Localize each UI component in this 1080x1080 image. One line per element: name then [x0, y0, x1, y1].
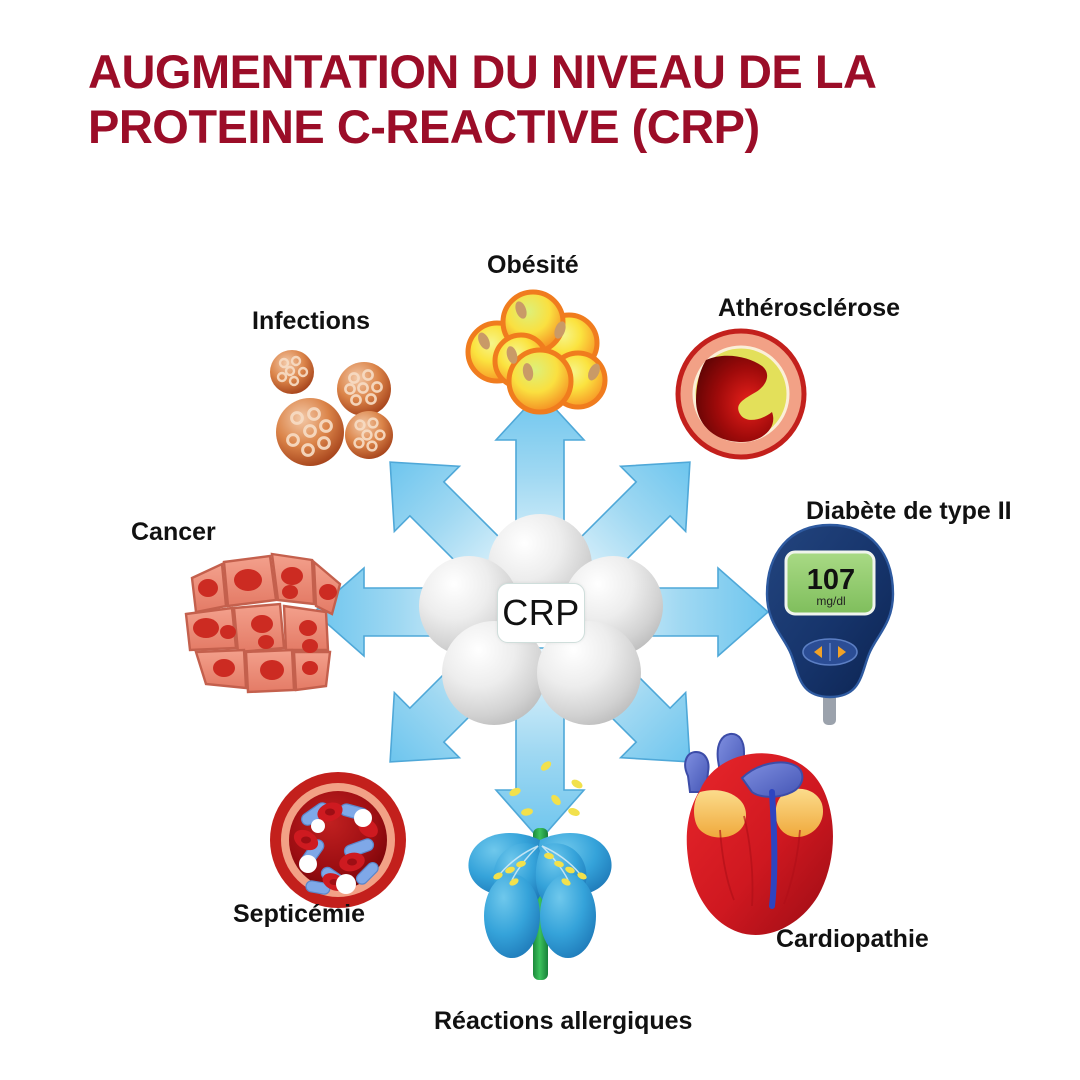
node-label-allergies: Réactions allergiques [434, 1007, 693, 1035]
tumor-cells-icon [184, 552, 342, 694]
glucometer-value: 107 [806, 564, 856, 596]
node-label-atherosclerose: Athérosclérose [718, 294, 901, 322]
pollen-grains [509, 761, 583, 816]
flower-pollen-icon [468, 761, 612, 980]
node-label-cardiopathie: Cardiopathie [776, 925, 929, 953]
heart-icon [684, 732, 833, 935]
virus-particles-icon [270, 350, 393, 466]
glucometer-unit: mg/dl [816, 594, 846, 608]
node-label-septicemie: Septicémie [233, 900, 366, 928]
node-label-diabete: Diabète de type II [806, 497, 1012, 525]
node-label-cancer: Cancer [131, 518, 216, 546]
adipocytes-icon [465, 289, 608, 415]
page-title: AUGMENTATION DU NIVEAU DE LA PROTEINE C-… [88, 45, 875, 154]
glucometer-icon [765, 523, 895, 725]
node-label-infections: Infections [252, 307, 371, 335]
crp-center-label: CRP [497, 583, 585, 643]
node-label-obesite: Obésité [487, 251, 579, 279]
blood-vessel-bacteria-icon [270, 772, 406, 908]
artery-cross-section-icon [675, 328, 807, 460]
